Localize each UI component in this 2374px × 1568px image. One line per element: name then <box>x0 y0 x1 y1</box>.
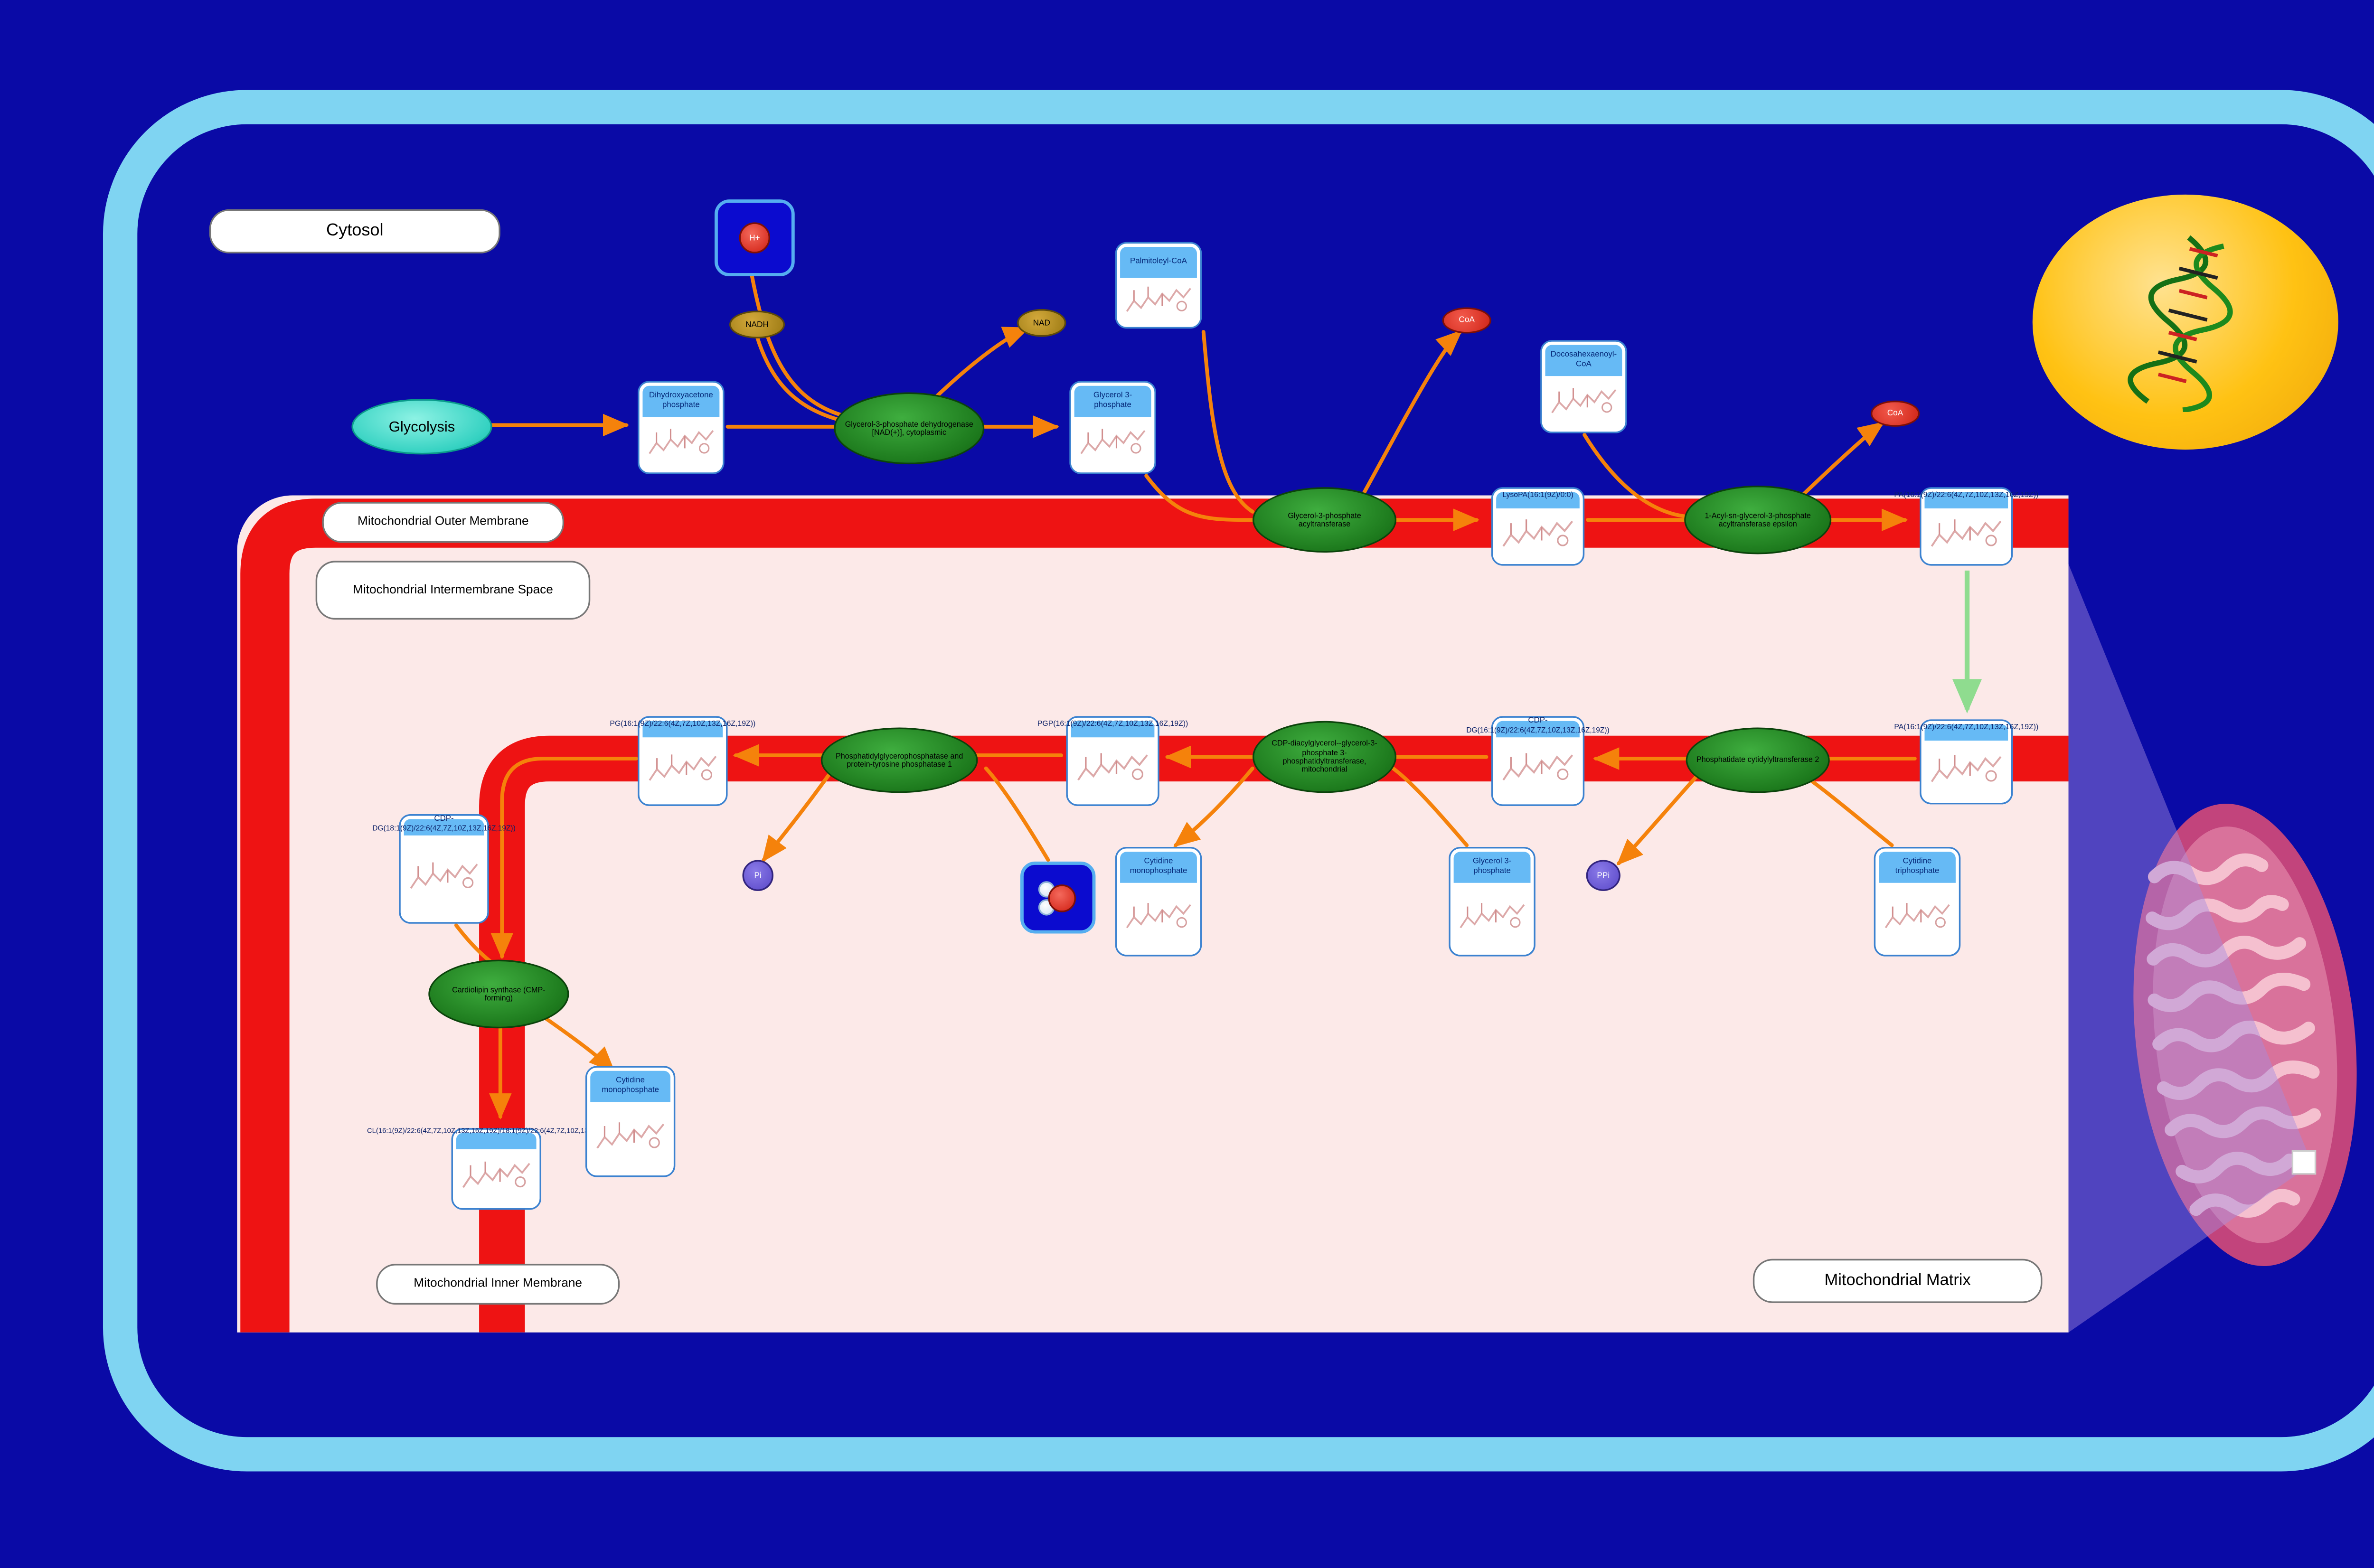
cofactor-nad[interactable]: NAD <box>1017 309 1066 337</box>
metabolite-cdp-dg-18[interactable]: CDP- DG(18:1(9Z)/22:6(4Z,7Z,10Z,13Z,16Z,… <box>372 814 516 924</box>
metabolite-pa-inner[interactable]: PA(16:1(9Z)/22:6(4Z,7Z,10Z,13Z,16Z,19Z)) <box>1894 719 2038 805</box>
mitochondrion-illustration <box>2133 804 2357 1266</box>
metabolite-pa-outer[interactable]: PA(16:1(9Z)/22:6(4Z,7Z,10Z,13Z,16Z,19Z)) <box>1894 487 2038 566</box>
metabolite-docosahexaenoyl-coa[interactable]: Docosahexaenoyl-CoA <box>1540 340 1627 433</box>
enzyme-cds2[interactable]: Phosphatidate cytidylyltransferase 2 <box>1686 727 1830 793</box>
metabolite-dhap[interactable]: Dihydroxyacetone phosphate <box>638 381 725 474</box>
metabolite-ctp[interactable]: Cytidine triphosphate <box>1874 846 1961 957</box>
water-molecule-icon <box>1036 881 1079 916</box>
cell-membrane-outline <box>103 90 2374 1472</box>
metabolite-cardiolipin[interactable]: CL(16:1(9Z)/22:6(4Z,7Z,10Z,13Z,16Z,19Z)/… <box>367 1127 625 1210</box>
enzyme-crls1[interactable]: Cardiolipin synthase (CMP-forming) <box>428 959 569 1029</box>
metabolite-lysopa[interactable]: LysoPA(16:1(9Z)/0:0) <box>1491 487 1585 566</box>
metabolite-cdp-dg-16[interactable]: CDP- DG(16:1(9Z)/22:6(4Z,7Z,10Z,13Z,16Z,… <box>1466 716 1610 806</box>
enzyme-gpd1[interactable]: Glycerol-3-phosphate dehydrogenase [NAD(… <box>834 392 985 465</box>
enzyme-ptpmt1[interactable]: Phosphatidylglycerophosphatase and prote… <box>820 727 978 793</box>
metabolite-palmitoleyl-coa[interactable]: Palmitoleyl-CoA <box>1115 242 1202 329</box>
nucleus <box>2032 194 2338 450</box>
dna-helix-icon <box>2127 235 2232 412</box>
enzyme-gpat[interactable]: Glycerol-3-phosphate acyltransferase <box>1253 487 1397 553</box>
label-matrix: Mitochondrial Matrix <box>1752 1258 2043 1303</box>
cofactor-nadh[interactable]: NADH <box>729 310 785 338</box>
enzyme-agpat[interactable]: 1-Acyl-sn-glycerol-3-phosphate acyltrans… <box>1684 485 1832 554</box>
cofactor-h2o[interactable] <box>1020 861 1096 934</box>
cofactor-ppi[interactable]: PPi <box>1586 860 1620 891</box>
h-plus-ion-icon: H+ <box>739 222 771 254</box>
metabolite-pg[interactable]: PG(16:1(9Z)/22:6(4Z,7Z,10Z,13Z,16Z,19Z)) <box>610 716 755 806</box>
metabolite-g3p[interactable]: Glycerol 3-phosphate <box>1069 381 1156 474</box>
label-cytosol: Cytosol <box>209 209 500 254</box>
cofactor-pi[interactable]: Pi <box>742 860 773 891</box>
cofactor-h-plus[interactable]: H+ <box>714 199 795 277</box>
outer-membrane-band <box>240 498 2069 1333</box>
cofactor-coa-1[interactable]: CoA <box>1442 307 1491 334</box>
label-outer-membrane: Mitochondrial Outer Membrane <box>322 502 565 543</box>
metabolite-cmp-matrix[interactable]: Cytidine monophosphate <box>1115 846 1202 957</box>
metabolite-pgp[interactable]: PGP(16:1(9Z)/22:6(4Z,7Z,10Z,13Z,16Z,19Z)… <box>1037 716 1188 806</box>
cofactor-coa-2[interactable]: CoA <box>1870 400 1920 427</box>
inner-membrane-band <box>479 735 2069 1333</box>
enzyme-pgs1[interactable]: CDP-diacylglycerol--glycerol-3-phosphate… <box>1253 721 1397 793</box>
process-glycolysis[interactable]: Glycolysis <box>351 399 492 455</box>
label-intermembrane-space: Mitochondrial Intermembrane Space <box>315 561 591 620</box>
metabolite-g3p-matrix[interactable]: Glycerol 3-phosphate <box>1449 846 1536 957</box>
metabolite-cmp-inner[interactable]: Cytidine monophosphate <box>585 1066 676 1177</box>
label-inner-membrane: Mitochondrial Inner Membrane <box>376 1264 620 1305</box>
